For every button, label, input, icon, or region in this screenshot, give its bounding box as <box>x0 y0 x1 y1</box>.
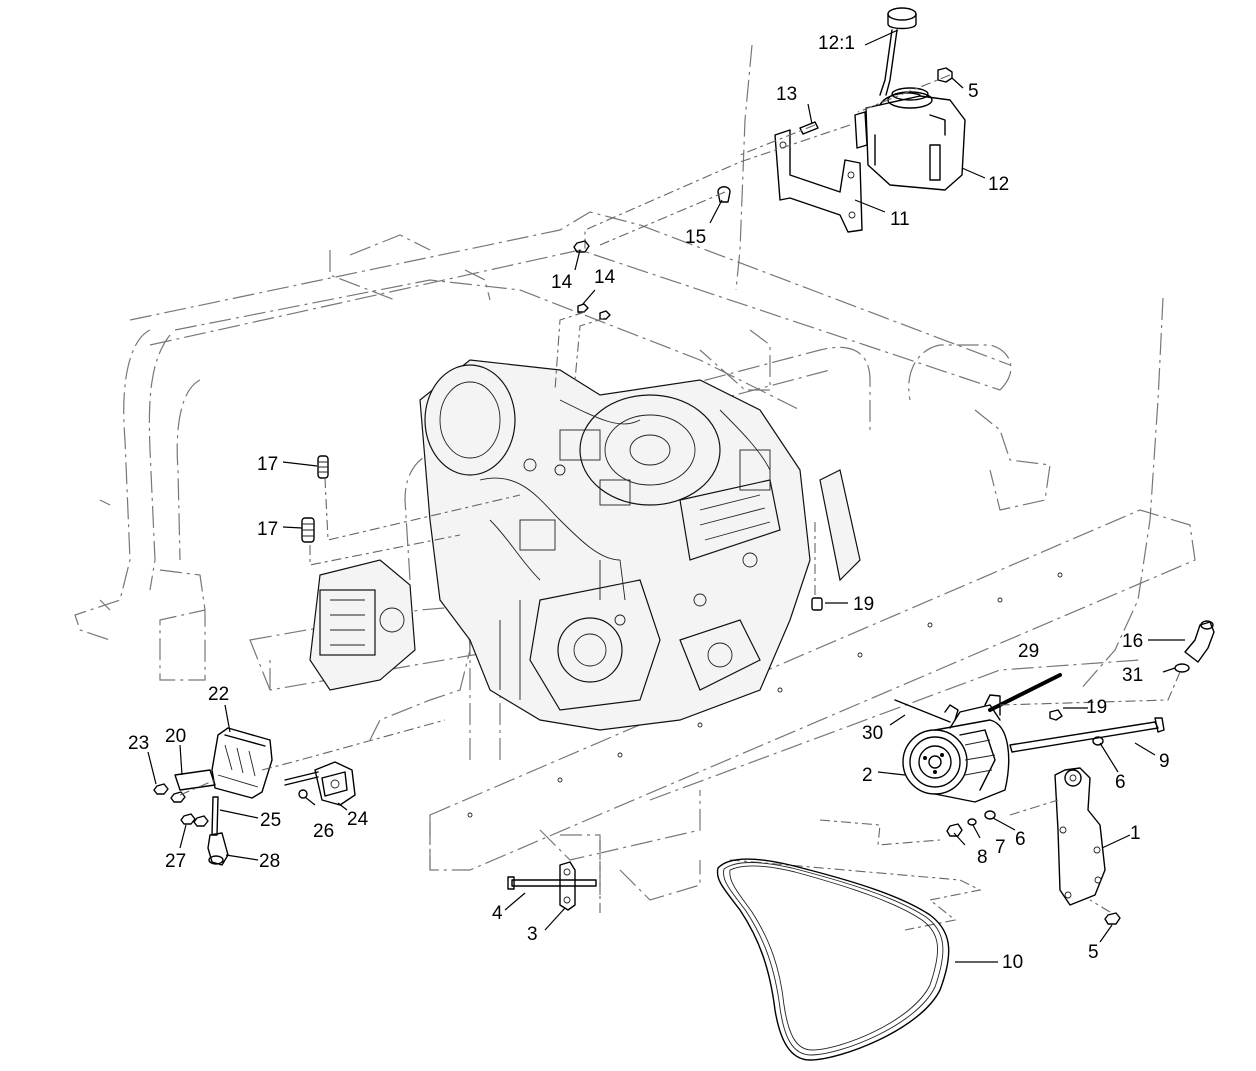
hose-clamp-19-right <box>1049 709 1063 721</box>
reservoir-cap-with-strap <box>879 7 917 96</box>
wire-30 <box>894 699 951 723</box>
elbow-fitting-16 <box>1184 620 1215 663</box>
callout-8: 8 <box>977 847 988 868</box>
callout-14-right: 14 <box>594 267 616 288</box>
callout-12-1: 12:1 <box>818 33 855 54</box>
nut-14-b <box>577 303 611 320</box>
callout-22: 22 <box>208 684 229 705</box>
ac-compressor <box>902 694 1010 803</box>
nut-23 <box>153 783 186 803</box>
nut-27 <box>180 813 209 827</box>
bracket-20 <box>174 769 216 791</box>
callout-17-lower: 17 <box>257 519 278 540</box>
callout-6-lower: 6 <box>1015 829 1026 850</box>
callout-23: 23 <box>128 733 149 754</box>
callout-10: 10 <box>1002 952 1023 973</box>
callout-labels: 12:1 5 13 12 15 11 14 14 17 17 19 16 29 … <box>128 33 1170 973</box>
callout-28: 28 <box>259 851 280 872</box>
callout-4: 4 <box>492 903 503 924</box>
bolt-4 <box>507 876 597 890</box>
callout-11: 11 <box>890 209 910 230</box>
hose-29 <box>988 673 1062 712</box>
callout-14-left: 14 <box>551 272 573 293</box>
nut-8 <box>946 823 963 837</box>
rod-25 <box>211 796 219 836</box>
callout-20: 20 <box>165 726 186 747</box>
reservoir-bracket-11 <box>774 129 863 233</box>
fitting-17-lower <box>301 517 315 543</box>
actuator-24 <box>314 761 356 806</box>
callout-9: 9 <box>1159 751 1170 772</box>
bolt-13 <box>799 121 819 135</box>
callout-2: 2 <box>862 765 873 786</box>
fitting-17-upper <box>317 455 329 479</box>
leader-lines <box>147 29 1185 963</box>
clip-15 <box>717 186 731 203</box>
nut-14-a <box>573 240 590 253</box>
callout-31: 31 <box>1122 665 1143 686</box>
callout-7: 7 <box>995 837 1006 858</box>
callout-6-upper: 6 <box>1115 772 1126 793</box>
callout-26: 26 <box>313 821 334 842</box>
drive-belt-10 <box>716 858 950 1061</box>
callout-24: 24 <box>347 809 369 830</box>
callout-5-lower: 5 <box>1088 942 1099 963</box>
engine-assembly <box>309 359 861 731</box>
knob-28 <box>207 832 229 866</box>
callout-13: 13 <box>776 84 797 105</box>
callout-12: 12 <box>988 174 1009 195</box>
mount-bracket-1 <box>1054 767 1106 906</box>
callout-29: 29 <box>1018 641 1039 662</box>
callout-15: 15 <box>685 227 706 248</box>
washer-6-upper <box>1092 736 1104 746</box>
hose-clamp-19-center <box>811 597 823 611</box>
callout-19-right: 19 <box>1086 697 1107 718</box>
callout-16: 16 <box>1122 631 1143 652</box>
bracket-3 <box>559 861 576 911</box>
cable-26 <box>284 771 319 799</box>
control-module-22 <box>211 727 273 799</box>
callout-17-upper: 17 <box>257 454 278 475</box>
coolant-reservoir-tank <box>854 87 966 191</box>
callout-30: 30 <box>862 723 883 744</box>
callout-19-center: 19 <box>853 594 874 615</box>
nut-5-lower <box>1104 912 1121 925</box>
callout-27: 27 <box>165 851 186 872</box>
bolt-9 <box>1009 717 1165 753</box>
frame-rail-holes <box>467 572 1063 818</box>
o-ring-31 <box>1174 663 1190 673</box>
callout-3: 3 <box>527 924 538 945</box>
callout-25: 25 <box>260 810 281 831</box>
callout-5-upper: 5 <box>968 81 979 102</box>
callout-1: 1 <box>1130 823 1141 844</box>
lockwasher-7 <box>967 818 977 826</box>
washer-6-lower <box>984 810 996 820</box>
